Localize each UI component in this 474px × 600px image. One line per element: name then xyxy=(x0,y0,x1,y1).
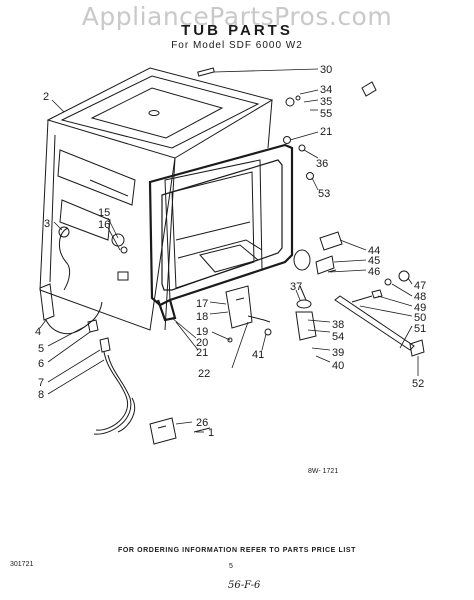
part-label-36: 36 xyxy=(316,158,328,170)
drawing-code: 8W- 1721 xyxy=(308,468,339,475)
part-label-50: 50 xyxy=(414,312,426,324)
part-label-22: 22 xyxy=(198,368,210,380)
part-label-8: 8 xyxy=(38,389,44,401)
part-label-34: 34 xyxy=(320,84,332,96)
part-label-41: 41 xyxy=(252,349,264,361)
part-label-45: 45 xyxy=(368,255,380,267)
diagram-title: TUB PARTS xyxy=(181,22,293,39)
handwritten-note: 56-F-6 xyxy=(228,580,261,591)
part-label-18: 18 xyxy=(196,311,208,323)
part-label-21b: 21 xyxy=(196,347,208,359)
part-label-54: 54 xyxy=(332,331,344,343)
part-label-6: 6 xyxy=(38,358,44,370)
part-label-38: 38 xyxy=(332,319,344,331)
part-label-37: 37 xyxy=(290,281,302,293)
part-label-49: 49 xyxy=(414,302,426,314)
part-label-5: 5 xyxy=(38,343,44,355)
watermark: AppliancePartsPros.com xyxy=(81,2,393,31)
part-label-51: 51 xyxy=(414,323,426,335)
part-label-46: 46 xyxy=(368,266,380,278)
tub-body xyxy=(39,67,274,331)
part-label-3: 3 xyxy=(44,218,50,230)
page-code: 301721 xyxy=(10,561,34,568)
part-label-17: 17 xyxy=(196,298,208,310)
part-label-47: 47 xyxy=(414,280,426,292)
part-label-4: 4 xyxy=(35,326,41,338)
part-label-20: 20 xyxy=(196,337,208,349)
part-labels: 30 34 35 55 2 21 36 53 44 45 46 47 48 49… xyxy=(35,64,426,439)
part-label-19: 19 xyxy=(196,326,208,338)
part-label-40: 40 xyxy=(332,360,344,372)
leader-lines xyxy=(39,68,419,433)
part-label-48: 48 xyxy=(414,291,426,303)
part-label-52: 52 xyxy=(412,378,424,390)
ordering-info-note: FOR ORDERING INFORMATION REFER TO PARTS … xyxy=(117,547,357,554)
part-label-55: 55 xyxy=(320,108,332,120)
diagram-subtitle: For Model SDF 6000 W2 xyxy=(171,40,303,51)
part-label-30: 30 xyxy=(320,64,332,76)
right-hardware xyxy=(197,67,425,357)
door-gasket xyxy=(148,143,294,322)
part-label-44: 44 xyxy=(368,245,380,257)
center-bracket xyxy=(225,285,272,343)
part-label-16: 16 xyxy=(98,219,110,231)
left-hose-parts xyxy=(39,226,211,445)
part-label-21: 21 xyxy=(320,126,332,138)
part-label-39: 39 xyxy=(332,347,344,359)
part-label-53: 53 xyxy=(318,188,330,200)
part-label-7: 7 xyxy=(38,377,44,389)
part-label-35: 35 xyxy=(320,96,332,108)
part-label-26: 26 xyxy=(196,417,208,429)
part-label-15: 15 xyxy=(98,207,110,219)
part-label-1: 1 xyxy=(208,427,214,439)
part-label-2: 2 xyxy=(43,91,49,103)
page-dot-mark: 5 xyxy=(229,563,233,570)
